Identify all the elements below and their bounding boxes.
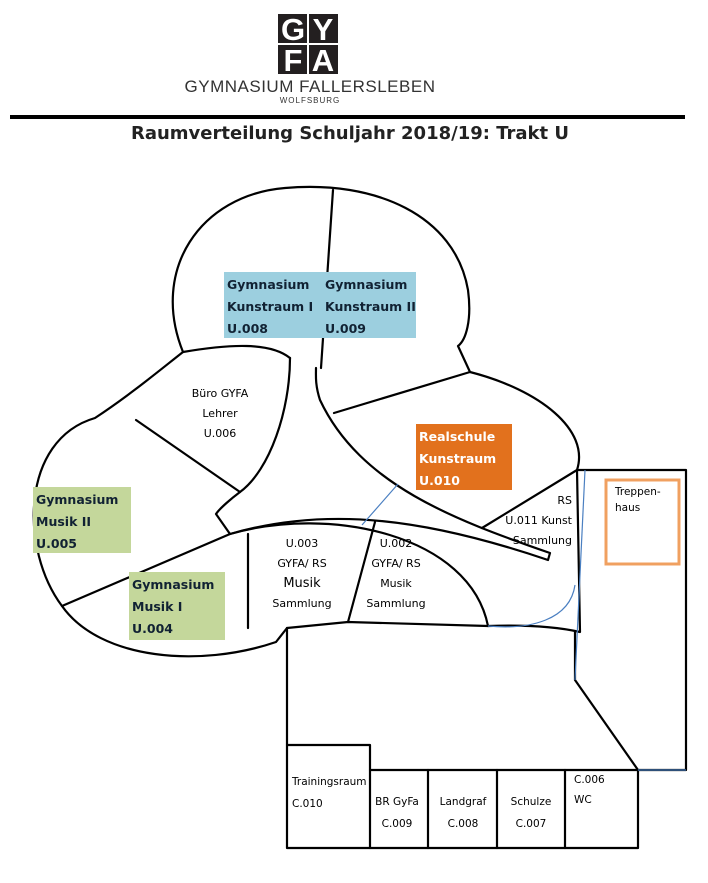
room-stairwell: Treppen- haus	[615, 486, 661, 514]
page-title: Raumverteilung Schuljahr 2018/19: Trakt …	[130, 123, 569, 144]
room-u004: Gymnasium Musik I U.004	[129, 572, 225, 640]
stairwell-box	[604, 478, 681, 566]
wall-u009-u010	[332, 370, 472, 415]
gyfa-logo: G Y F A	[278, 12, 338, 78]
music-collection-outer	[228, 522, 490, 628]
logo-letter-f: F	[283, 43, 303, 78]
wall-u005-u004	[60, 532, 232, 608]
lower-block	[285, 626, 640, 850]
school-name: GYMNASIUM FALLERSLEBEN	[184, 77, 436, 96]
room-c010: Trainingsraum C.010	[292, 776, 367, 810]
wall-c010	[285, 743, 372, 850]
logo-letter-a: A	[311, 43, 335, 78]
logo-letter-g: G	[280, 12, 306, 47]
wall-u006-u005	[134, 418, 242, 494]
room-u009: Gymnasium Kunstraum II U.009	[322, 272, 416, 338]
room-u003: U.003 GYFA/ RS Musik Sammlung	[272, 537, 332, 610]
logo-letter-y: Y	[312, 12, 334, 47]
room-c007: Schulze C.007	[510, 796, 552, 830]
room-u006: Büro GYFA Lehrer U.006	[191, 387, 249, 440]
logo-divider-vertical	[307, 14, 309, 74]
room-u008: Gymnasium Kunstraum I U.008	[224, 272, 322, 338]
connector-vertical	[574, 469, 586, 681]
room-c008: Landgraf C.008	[439, 796, 487, 830]
connector-arc	[487, 584, 576, 628]
header-rule	[10, 115, 685, 119]
room-c009: BR GyFa C.009	[375, 796, 419, 830]
inner-court	[214, 356, 552, 562]
room-u005: Gymnasium Musik II U.005	[33, 487, 131, 553]
room-u011: RS U.011 Kunst Sammlung	[505, 494, 572, 547]
wall-top-lower	[181, 344, 292, 360]
room-u010: Realschule Kunstraum U.010	[416, 424, 512, 490]
room-u002: U.002 GYFA/ RS Musik Sammlung	[366, 537, 426, 610]
school-city: WOLFSBURG	[279, 96, 341, 105]
wall-u011	[480, 468, 579, 530]
connector-diagonal	[361, 483, 399, 526]
room-c006: C.006 WC	[574, 774, 605, 806]
wall-u003-u002	[346, 520, 377, 624]
